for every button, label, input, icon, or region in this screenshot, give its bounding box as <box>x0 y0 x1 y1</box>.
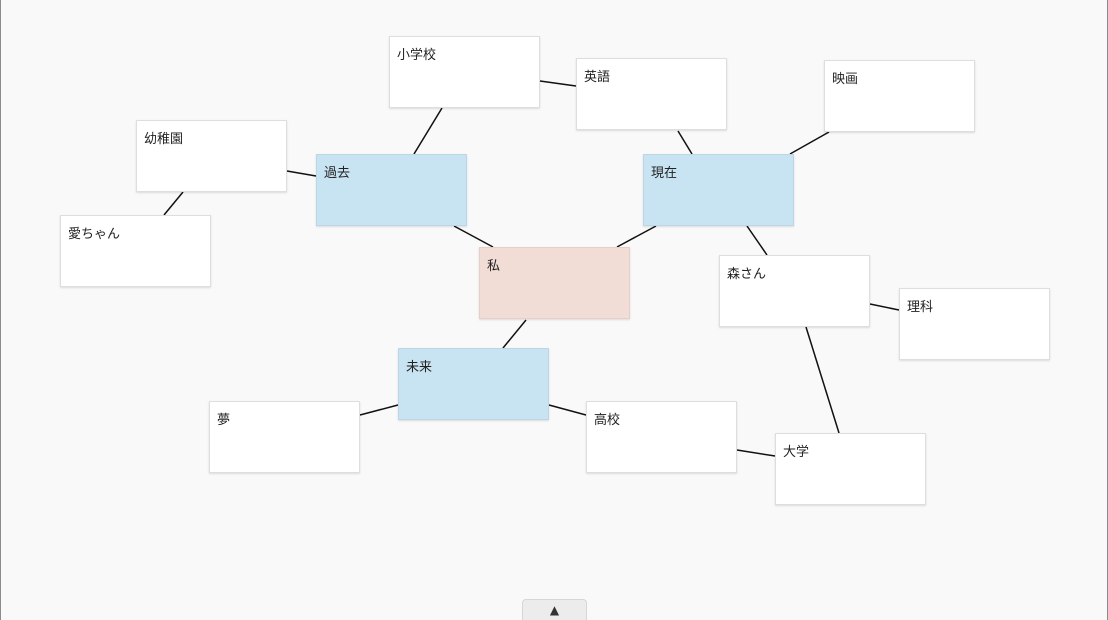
link-morisan-rika <box>869 303 900 311</box>
link-kako-shougakkou <box>413 107 443 155</box>
link-mirai-yume <box>359 404 399 416</box>
node-youchien[interactable]: 幼稚園 <box>136 120 287 192</box>
node-mirai[interactable]: 未来 <box>398 348 549 420</box>
panel-toggle-button[interactable]: ▲ <box>522 599 587 620</box>
node-eiga[interactable]: 映画 <box>824 60 975 132</box>
link-shougakkou-eigo <box>539 80 577 87</box>
link-mirai-koukou <box>548 404 587 416</box>
link-watashi-kako <box>453 225 494 248</box>
node-daigaku[interactable]: 大学 <box>775 433 926 505</box>
link-genzai-eiga <box>789 131 830 155</box>
link-youchien-aichan <box>163 191 184 216</box>
node-genzai[interactable]: 現在 <box>643 154 794 226</box>
node-root-watashi[interactable]: 私 <box>479 247 630 319</box>
link-genzai-eigo <box>677 130 693 155</box>
link-koukou-daigaku <box>736 449 776 457</box>
link-genzai-morisan <box>746 225 768 256</box>
node-morisan[interactable]: 森さん <box>719 255 870 327</box>
link-kako-youchien <box>286 170 317 177</box>
link-watashi-genzai <box>616 225 657 248</box>
node-aichan[interactable]: 愛ちゃん <box>60 215 211 287</box>
node-rika[interactable]: 理科 <box>899 288 1050 360</box>
node-eigo[interactable]: 英語 <box>576 58 727 130</box>
node-shougakkou[interactable]: 小学校 <box>389 36 540 108</box>
link-watashi-mirai <box>502 319 527 349</box>
node-yume[interactable]: 夢 <box>209 401 360 473</box>
node-kako[interactable]: 過去 <box>316 154 467 226</box>
triangle-up-icon: ▲ <box>549 603 560 617</box>
link-morisan-daigaku <box>805 326 840 434</box>
node-koukou[interactable]: 高校 <box>586 401 737 473</box>
